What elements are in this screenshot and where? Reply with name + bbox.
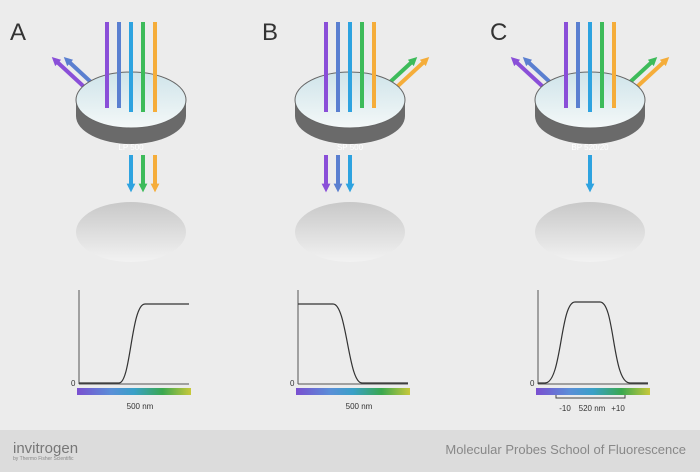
plus-label: +10 — [611, 404, 625, 413]
wavelength-label: 500 nm — [346, 402, 373, 411]
transmission-curve — [538, 301, 648, 384]
spectrum-bar — [536, 388, 650, 395]
wavelength-label: 520 nm — [579, 404, 606, 413]
axis-zero: 0 — [290, 379, 295, 388]
bandwidth-bracket — [555, 395, 626, 399]
footer-credit: Molecular Probes School of Fluorescence — [445, 442, 686, 457]
panel-letter: A — [10, 19, 26, 46]
filter-diagram: A LP 500 0 500 nm B SP 500 0 500 nm C BP 520/20 0 -… — [10, 19, 670, 413]
minus-label: -10 — [559, 404, 571, 413]
detector-spot — [76, 202, 186, 262]
detector-spot — [295, 202, 405, 262]
filter-label: LP 500 — [118, 143, 144, 152]
filter-label: BP 520/20 — [571, 143, 609, 152]
spectrum-bar — [77, 388, 191, 395]
detector-spot — [535, 202, 645, 262]
transmission-curve — [79, 303, 189, 384]
axis-zero: 0 — [530, 379, 535, 388]
axis-zero: 0 — [71, 379, 76, 388]
panel-letter: C — [490, 19, 507, 46]
panel-letter: B — [262, 19, 278, 46]
spectrum-bar — [296, 388, 410, 395]
wavelength-label: 500 nm — [127, 402, 154, 411]
filter-label: SP 500 — [337, 143, 364, 152]
transmission-curve — [298, 303, 408, 384]
